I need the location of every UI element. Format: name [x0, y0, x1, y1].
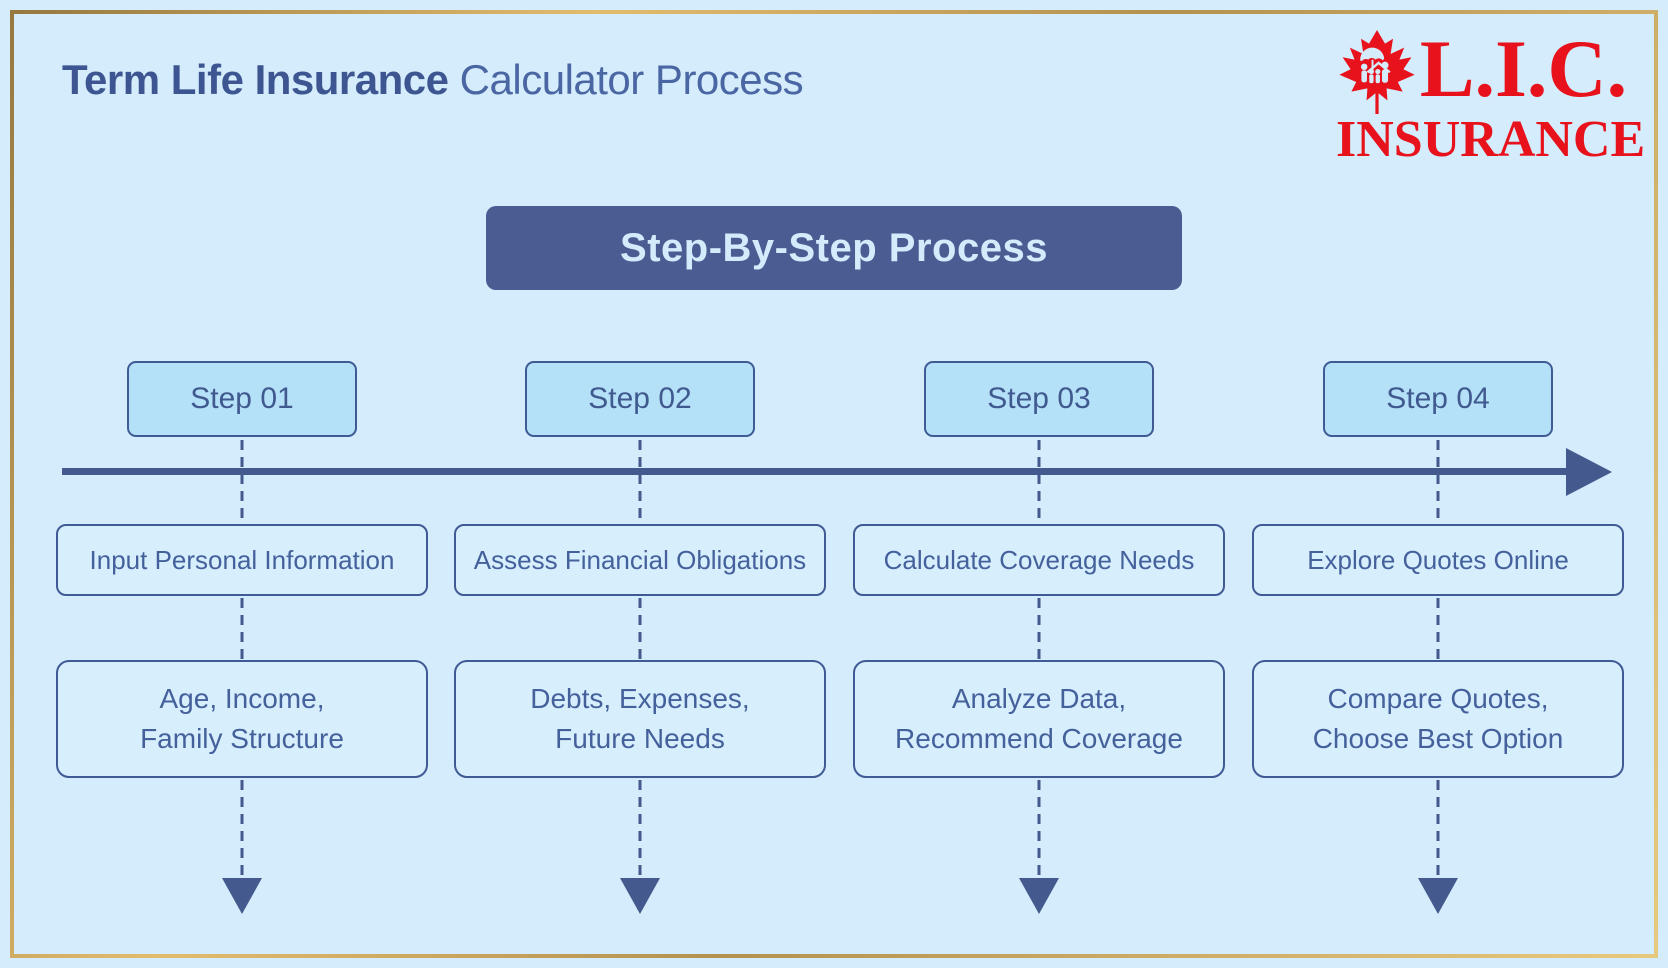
step-2-detail-box: Debts, Expenses, Future Needs — [454, 660, 826, 778]
step-1-connector-top — [240, 440, 244, 524]
step-4-connector-top — [1436, 440, 1440, 524]
page-title-regular: Calculator Process — [448, 56, 804, 103]
step-1-connector-bottom — [240, 780, 244, 916]
step-4-detail-line2: Choose Best Option — [1312, 723, 1564, 754]
step-4-connector-mid — [1436, 598, 1440, 660]
step-2-badge: Step 02 — [525, 361, 755, 437]
timeline-line — [62, 468, 1568, 475]
page-title-bold: Term Life Insurance — [62, 56, 449, 103]
step-2-down-arrowhead-icon — [620, 878, 660, 914]
step-1-badge: Step 01 — [127, 361, 357, 437]
step-3-badge-label: Step 03 — [987, 382, 1091, 415]
step-3-detail-box: Analyze Data, Recommend Coverage — [853, 660, 1225, 778]
step-2-detail-line1: Debts, Expenses, — [530, 683, 750, 714]
step-4-detail-line1: Compare Quotes, — [1327, 683, 1549, 714]
step-1-detail-box: Age, Income, Family Structure — [56, 660, 428, 778]
maple-leaf-family-icon — [1337, 30, 1417, 119]
step-3-connector-mid — [1037, 598, 1041, 660]
step-4-column: Step 04 Explore Quotes Online Compare Qu… — [1252, 0, 1624, 968]
logo-name: INSURANCE — [1336, 111, 1646, 168]
step-3-connector-top — [1037, 440, 1041, 524]
step-3-label: Calculate Coverage Needs — [883, 544, 1195, 575]
step-1-down-arrowhead-icon — [222, 878, 262, 914]
step-1-label: Input Personal Information — [89, 544, 395, 575]
lic-insurance-logo: L.I.C. INSURANCE — [1336, 23, 1646, 168]
step-2-label: Assess Financial Obligations — [473, 544, 807, 575]
step-3-connector-bottom — [1037, 780, 1041, 916]
step-4-connector-bottom — [1436, 780, 1440, 916]
step-1-connector-mid — [240, 598, 244, 660]
step-2-connector-bottom — [638, 780, 642, 916]
logo-acronym: L.I.C. — [1419, 23, 1628, 114]
page-title: Term Life Insurance Calculator Process — [62, 56, 804, 104]
process-banner-label: Step-By-Step Process — [620, 225, 1048, 270]
step-2-badge-label: Step 02 — [588, 382, 692, 415]
step-1-label-box: Input Personal Information — [56, 524, 428, 596]
step-2-connector-top — [638, 440, 642, 524]
step-3-detail-line2: Recommend Coverage — [895, 723, 1183, 754]
step-4-badge-label: Step 04 — [1386, 382, 1490, 415]
step-1-column: Step 01 Input Personal Information Age, … — [56, 0, 428, 968]
timeline-arrowhead-icon — [1566, 448, 1612, 496]
step-2-connector-mid — [638, 598, 642, 660]
step-3-column: Step 03 Calculate Coverage Needs Analyze… — [853, 0, 1225, 968]
step-3-badge: Step 03 — [924, 361, 1154, 437]
step-4-down-arrowhead-icon — [1418, 878, 1458, 914]
step-4-label: Explore Quotes Online — [1307, 544, 1569, 575]
step-2-column: Step 02 Assess Financial Obligations Deb… — [454, 0, 826, 968]
step-4-badge: Step 04 — [1323, 361, 1553, 437]
step-1-badge-label: Step 01 — [190, 382, 294, 415]
step-3-detail-line1: Analyze Data, — [951, 683, 1127, 714]
step-2-detail-line2: Future Needs — [555, 723, 725, 754]
process-banner: Step-By-Step Process — [486, 206, 1182, 290]
step-4-label-box: Explore Quotes Online — [1252, 524, 1624, 596]
step-1-detail-line1: Age, Income, — [159, 683, 325, 714]
step-1-detail-line2: Family Structure — [140, 723, 344, 754]
step-3-label-box: Calculate Coverage Needs — [853, 524, 1225, 596]
logo-top-row: L.I.C. — [1336, 23, 1628, 119]
step-2-label-box: Assess Financial Obligations — [454, 524, 826, 596]
step-3-down-arrowhead-icon — [1019, 878, 1059, 914]
step-4-detail-box: Compare Quotes, Choose Best Option — [1252, 660, 1624, 778]
